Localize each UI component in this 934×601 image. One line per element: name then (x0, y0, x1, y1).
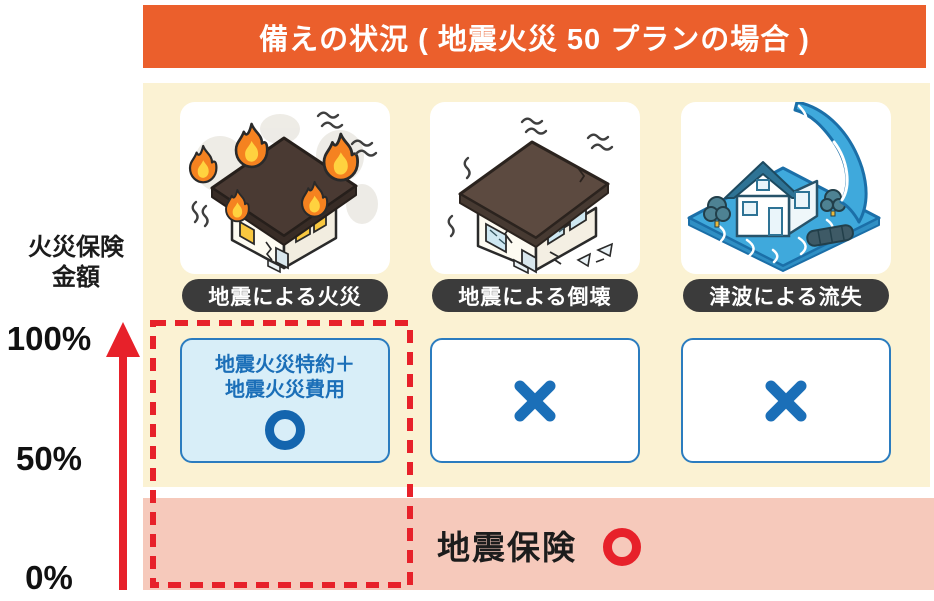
tsunami-house-illustration (681, 102, 891, 274)
coverage-text: 地震火災特約＋ 地震火災費用 (215, 353, 355, 403)
cross-mark (514, 380, 556, 421)
coverage-box-tsunami-washout (681, 338, 891, 463)
tsunami-house-icon (687, 102, 881, 272)
earthquake-insurance-label: 地震保険 (437, 529, 577, 566)
axis-tick-100: 100% (6, 320, 92, 357)
column-earthquake-fire: 地震による火災 地震火災特約＋ 地震火災費用 (180, 102, 390, 463)
axis-title-line1: 火災保険 (28, 234, 124, 261)
label-pill-text: 津波による流失 (709, 285, 863, 309)
label-pill-text: 地震による倒壊 (458, 285, 612, 309)
coverage-box-earthquake-fire: 地震火災特約＋ 地震火災費用 (180, 338, 390, 463)
label-pill-earthquake-collapse: 地震による倒壊 (432, 279, 638, 312)
coverage-box-earthquake-collapse (430, 338, 640, 463)
collapsed-house-icon (447, 117, 614, 274)
axis-title-line2: 金額 (52, 264, 100, 291)
coverage-line2: 地震火災費用 (225, 379, 345, 401)
axis-tick-0: 0% (25, 559, 73, 596)
label-pill-tsunami-washout: 津波による流失 (683, 279, 889, 312)
red-circle-mark (603, 528, 641, 566)
burning-house-icon (188, 111, 378, 274)
page-title: 備えの状況 ( 地震火災 50 プランの場合 ) (259, 23, 810, 56)
circle-mark (265, 410, 305, 450)
axis-arrow (106, 322, 140, 590)
cross-mark (765, 380, 807, 421)
column-tsunami-washout: 津波による流失 (681, 102, 891, 463)
collapsed-house-illustration (430, 102, 640, 274)
burning-house-illustration (180, 102, 390, 274)
label-pill-text: 地震による火災 (208, 285, 362, 309)
label-pill-earthquake-fire: 地震による火災 (182, 279, 388, 312)
column-earthquake-collapse: 地震による倒壊 (430, 102, 640, 463)
axis-tick-50: 50% (15, 440, 83, 477)
axis-title: 火災保険 金額 (8, 233, 144, 293)
coverage-line1: 地震火災特約＋ (215, 354, 355, 376)
earthquake-insurance-row: 地震保険 (437, 521, 641, 569)
title-bar: 備えの状況 ( 地震火災 50 プランの場合 ) (143, 5, 926, 68)
